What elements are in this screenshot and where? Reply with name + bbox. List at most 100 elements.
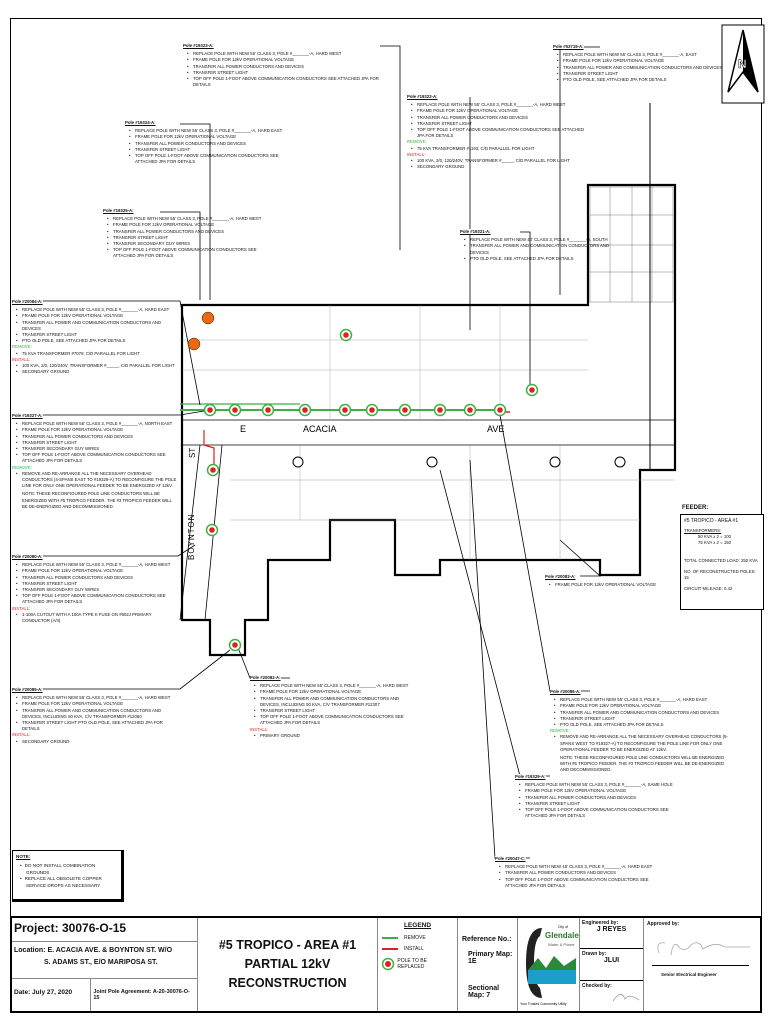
total-load: TOTAL CONNECTED LOAD: 250 KVA [684, 558, 758, 563]
install-swatch [382, 948, 398, 950]
remove-list: 75 KVA TRANSFORMER #7078, C/D PARALLEL F… [12, 351, 177, 357]
project-info: Project: 30076-O-15 Location: E. ACACIA … [12, 918, 198, 1011]
work-item: TRANSFER STREET LIGHT [411, 121, 587, 127]
feeder-label: FEEDER: [682, 505, 709, 511]
feeder-name: #5 TROPICO - AREA #1 [684, 518, 739, 524]
pole-to-replace-marker[interactable] [228, 403, 242, 417]
location-line-1: Location: E. ACACIA AVE. & BOYNTON ST. W… [14, 946, 173, 954]
signature-line [652, 965, 749, 966]
work-item: TOP OFF POLE 1-FOOT ABOVE COMMUNICATION … [187, 76, 383, 88]
work-item: TRANSFER ALL POWER CONDUCTORS AND DEVICE… [499, 870, 665, 876]
work-item: REPLACE POLE WITH NEW 55' CLASS 3, POLE … [411, 102, 587, 108]
pole-dot [467, 407, 473, 413]
items-list: REPLACE POLE WITH NEW 55' CLASS 3, POLE … [12, 421, 177, 464]
work-item: REMOVE AND RE-ARRANGE ALL THE NECESSARY … [554, 734, 730, 753]
pole-id: Pole #20082-A: [250, 675, 281, 682]
items-list: REPLACE POLE WITH NEW 55' CLASS 3, POLE … [12, 562, 177, 605]
work-item: TRANSFER ALL POWER CONDUCTORS AND DEVICE… [129, 141, 295, 147]
items-list: REPLACE POLE WITH NEW 55' CLASS 3, POLE … [183, 51, 383, 88]
project-number: Project: 30076-O-15 [12, 918, 197, 942]
title-line-1: #5 TROPICO - AREA #1 [218, 938, 357, 952]
pole-to-replace-marker[interactable] [206, 463, 220, 477]
logo-graphic: City of Glendale Water & Power Your Trus… [520, 925, 579, 1006]
pole-dot [343, 332, 349, 338]
install-label: INSTALL: [407, 151, 426, 157]
transformer-line: 75 KVA x 2 = 150 [698, 540, 732, 545]
pole-dot [302, 407, 308, 413]
pole-to-replace-marker[interactable] [228, 638, 242, 652]
pole-id: Pole #53719-A: [553, 44, 584, 51]
items-list: FRAME POLE FOR 12kV OPERATIONAL VOLTAGE [545, 582, 695, 588]
pole-id: Pole #20086-A: [550, 689, 581, 696]
street-label-st: ST [188, 448, 197, 458]
legend-install: INSTALL [404, 946, 424, 952]
pole-dot [529, 387, 535, 393]
pole-dot [402, 407, 408, 413]
general-note-box: NOTE: DO NOT INSTALL COMBINATION GROUNDS… [12, 850, 124, 902]
pole-to-replace-marker[interactable] [365, 403, 379, 417]
reference-label: Reference No.: [462, 936, 512, 943]
work-item: PTO OLD POLE, SEE ATTACHED JPA FOR DETAI… [554, 722, 730, 728]
work-item: TOP OFF POLE 1-FOOT ABOVE COMMUNICATION … [16, 593, 177, 605]
legend-pole-replaced: POLE TO BE REPLACED [397, 958, 427, 970]
pole-to-replace-marker[interactable] [205, 523, 219, 537]
pole-to-replace-marker[interactable] [338, 403, 352, 417]
remove-label: REMOVE: [407, 139, 427, 145]
pole-id: Pole #20085-A: [12, 687, 43, 694]
pole-markers [203, 328, 539, 652]
work-item: FRAME POLE FOR 12kV OPERATIONAL VOLTAGE [187, 57, 383, 63]
work-item: TRANSFER STREET LIGHT [16, 581, 177, 587]
pole-to-replace-marker[interactable] [433, 403, 447, 417]
pole-to-replace-marker[interactable] [463, 403, 477, 417]
work-item: SECONDARY GROUND [411, 164, 587, 170]
install-list: 1-100A CUTOUT WITH A 100A TYPE K FUSE ON… [12, 612, 177, 624]
pole-callout: Pole #53719-A:REPLACE POLE WITH NEW 55' … [553, 44, 723, 83]
items-list: REPLACE POLE WITH NEW 55' CLASS 3, POLE … [550, 697, 730, 728]
work-item: REPLACE POLE WITH NEW 55' CLASS 3, POLE … [129, 128, 295, 134]
north-arrow-label: N [738, 57, 747, 71]
pole-to-replace-marker[interactable] [398, 403, 412, 417]
pole-id: Pole #20083-A: [545, 574, 576, 581]
work-item: TRANSFER STREET LIGHT [557, 71, 723, 77]
work-item: FRAME POLE FOR 12kV OPERATIONAL VOLTAGE [16, 701, 180, 707]
work-item: TRANSFER STREET LIGHT [129, 147, 295, 153]
work-item: TRANSFER STREET LIGHT [107, 235, 273, 241]
pole-dot [232, 407, 238, 413]
work-item: 75 KVA TRANSFORMER #1193, C/D PARALLEL F… [411, 146, 587, 152]
work-item: TRANSFER ALL POWER CONDUCTORS AND DEVICE… [411, 115, 587, 121]
work-item: 75 KVA TRANSFORMER #7078, C/D PARALLEL F… [16, 351, 177, 357]
pole-dot [209, 527, 215, 533]
work-item: FRAME POLE FOR 12kV OPERATIONAL VOLTAGE [411, 108, 587, 114]
work-item: REPLACE POLE WITH NEW 55' CLASS 3, POLE … [554, 697, 730, 703]
logo-subtitle: Water & Power [548, 942, 575, 947]
work-item: REPLACE POLE WITH NEW 55' CLASS 3, POLE … [16, 695, 180, 701]
pole-callout: Pole #20086-A:REPLACE POLE WITH NEW 55' … [550, 689, 730, 774]
work-item: TRANSFER ALL POWER AND COMMUNICATION CON… [557, 65, 723, 71]
work-item: REPLACE POLE WITH NEW 55' CLASS 3, POLE … [107, 216, 273, 222]
install-label: INSTALL: [12, 356, 31, 362]
parcel-lines [182, 305, 675, 560]
pole-callout: Pole #19323-A:REPLACE POLE WITH NEW 55' … [183, 43, 383, 88]
pole-to-replace-marker[interactable] [493, 403, 507, 417]
pole-id: Pole #20080-A: [12, 554, 43, 561]
work-item: FRAME POLE FOR 12kV OPERATIONAL VOLTAGE [16, 427, 177, 433]
pole-id: Pole #19321-A: [460, 229, 491, 236]
transformers-label: TRANSFORMERS: [684, 528, 722, 533]
work-item: TRANSFER ALL POWER AND COMMUNICATION CON… [464, 243, 610, 255]
pole-to-replace-marker[interactable] [298, 403, 312, 417]
work-item: TRANSFER ALL POWER AND COMMUNICATION CON… [16, 320, 177, 332]
pole-to-replace-marker[interactable] [261, 403, 275, 417]
pole-to-replace-marker[interactable] [203, 403, 217, 417]
street-label-boynton: BOYNTON [187, 514, 196, 560]
pole-dot [497, 407, 503, 413]
note-item: REPLACE ALL OBSOLETE COPPER SERVICE DROP… [25, 876, 118, 889]
install-list: 100 KVA, 2/0, 120/240V, TRANSFORMER #___… [407, 158, 587, 171]
work-item: TOP OFF POLE 1-FOOT ABOVE COMMUNICATION … [16, 452, 177, 464]
pole-to-replace-marker[interactable] [339, 328, 353, 342]
pole-to-replace-marker[interactable] [525, 383, 539, 397]
joint-pole-agreement: Joint Pole Agreement: A-20-30076-O-15 [93, 989, 190, 1001]
work-item: TRANSFER ALL POWER CONDUCTORS AND DEVICE… [187, 64, 383, 70]
street-acacia [182, 419, 675, 446]
work-item: FRAME POLE FOR 12kV OPERATIONAL VOLTAGE [16, 313, 177, 319]
